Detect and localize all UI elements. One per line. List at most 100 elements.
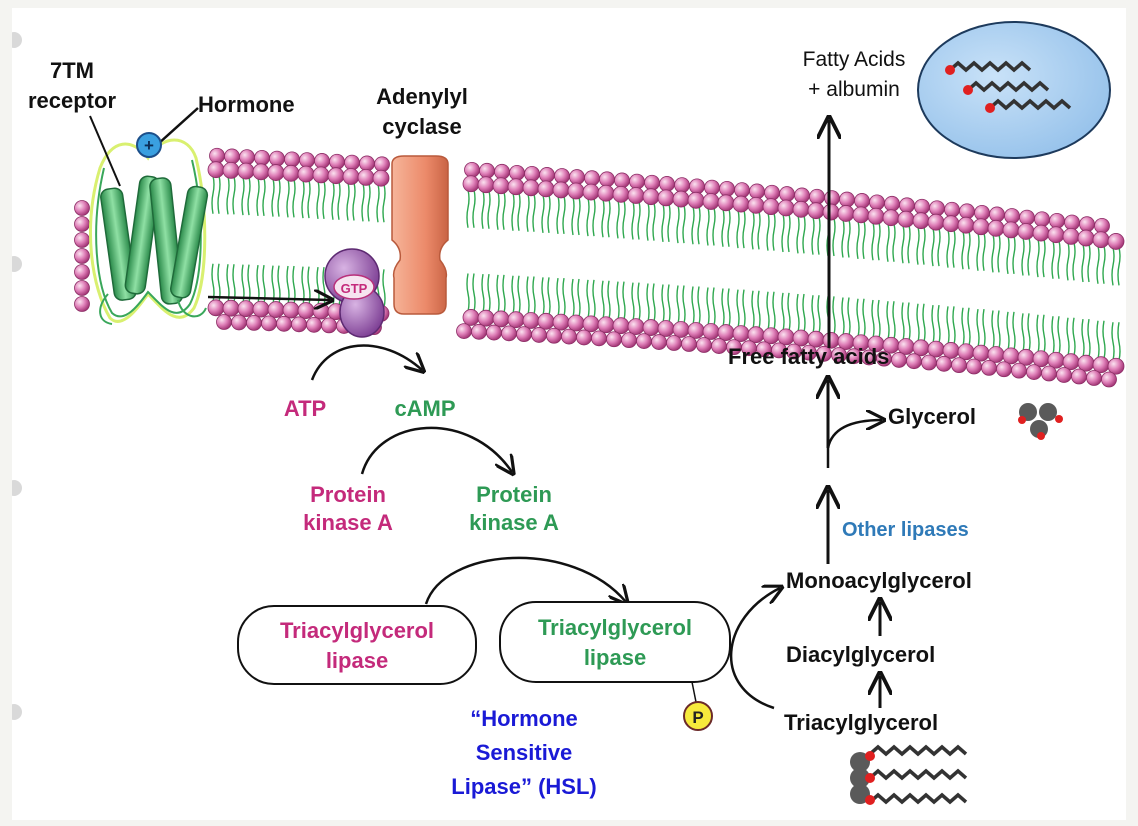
lipid-head bbox=[809, 188, 825, 205]
pka-active-label-line1: Protein bbox=[476, 482, 552, 507]
lipid-head bbox=[554, 168, 570, 184]
lipid-head bbox=[462, 175, 480, 193]
lipid-head bbox=[282, 301, 300, 319]
lipid-head bbox=[897, 210, 915, 228]
lipid-head bbox=[989, 206, 1005, 223]
lipid-head bbox=[74, 296, 90, 312]
free-fatty-acids-label: Free fatty acids bbox=[728, 344, 889, 369]
lipid-head bbox=[462, 309, 480, 326]
lipid-head bbox=[614, 172, 630, 189]
tgl-active-box: Triacylglycerol lipase P bbox=[499, 601, 731, 731]
lipid-head bbox=[636, 333, 652, 349]
receptor-to-gprotein-arrow bbox=[207, 297, 330, 300]
lipid-head bbox=[897, 338, 915, 355]
lipid-head bbox=[359, 155, 375, 172]
monoacylglycerol-label: Monoacylglycerol bbox=[786, 568, 972, 593]
lipid-head bbox=[612, 317, 630, 335]
lipid-head bbox=[357, 168, 375, 186]
lipid-head bbox=[717, 324, 735, 341]
lipid-head bbox=[1047, 226, 1065, 244]
lipid-head bbox=[261, 315, 277, 332]
receptor-label-line2: receptor bbox=[28, 88, 116, 113]
lipid-head bbox=[779, 186, 795, 202]
lipid-head bbox=[477, 309, 495, 327]
hsl-catalysis-arrow bbox=[729, 588, 780, 710]
lipid-head bbox=[884, 195, 900, 212]
lipid-head bbox=[732, 325, 750, 343]
lipid-head bbox=[957, 216, 975, 234]
lipid-head bbox=[929, 200, 945, 217]
lipid-head bbox=[882, 209, 900, 227]
lipid-head bbox=[1086, 370, 1102, 386]
lipid-head bbox=[252, 163, 270, 181]
tgl-inactive-label-line1: Triacylglycerol bbox=[280, 618, 434, 643]
lipid-head bbox=[507, 178, 525, 196]
glycerol-branch-arrow bbox=[826, 420, 882, 468]
lipid-head bbox=[1049, 212, 1065, 229]
lipid-head bbox=[942, 215, 960, 233]
lipid-head bbox=[972, 218, 990, 236]
lipid-head bbox=[612, 185, 630, 203]
lipid-head bbox=[651, 334, 667, 350]
glycerol-label: Glycerol bbox=[888, 404, 976, 429]
lipid-head bbox=[516, 326, 532, 343]
lipid-head bbox=[854, 193, 870, 209]
lipid-head bbox=[959, 203, 975, 220]
lipid-head bbox=[582, 315, 600, 333]
lipid-head bbox=[372, 169, 390, 187]
lipid-head bbox=[237, 300, 255, 318]
lipid-head bbox=[1071, 368, 1087, 385]
hormone-molecule: + bbox=[136, 107, 199, 158]
tgl-inactive-label-line2: lipase bbox=[326, 648, 388, 673]
fatty-acid-chain-icon bbox=[850, 744, 968, 805]
diacylglycerol-label: Diacylglycerol bbox=[786, 642, 935, 667]
lipid-head bbox=[762, 198, 780, 216]
lipid-head bbox=[672, 321, 690, 338]
lipid-head bbox=[936, 355, 952, 372]
lipid-head bbox=[702, 193, 720, 210]
lipid-head bbox=[627, 318, 645, 335]
lipid-head bbox=[329, 153, 345, 170]
lipid-head bbox=[867, 207, 885, 225]
lipid-head bbox=[1064, 214, 1080, 231]
triacylglycerol-label: Triacylglycerol bbox=[784, 710, 938, 735]
tgl-inactive-box: Triacylglycerol lipase bbox=[237, 605, 477, 685]
lipid-head bbox=[711, 338, 727, 354]
lipid-head bbox=[501, 325, 517, 342]
lipid-head bbox=[267, 164, 285, 181]
lipid-head bbox=[869, 194, 885, 211]
lipid-head bbox=[899, 197, 915, 214]
pka-activation-arrow bbox=[360, 426, 512, 474]
lipid-head bbox=[927, 213, 945, 231]
lipid-head bbox=[492, 177, 510, 195]
lipid-head bbox=[1041, 365, 1057, 382]
lipid-head bbox=[561, 328, 577, 345]
lipid-head bbox=[231, 314, 247, 331]
lipid-head bbox=[74, 280, 90, 296]
seven-tm-receptor bbox=[89, 138, 209, 325]
lipid-head bbox=[507, 311, 525, 329]
lipid-head bbox=[891, 352, 907, 368]
lipid-head bbox=[1026, 364, 1042, 380]
lipid-head bbox=[552, 181, 570, 199]
lipid-head bbox=[74, 264, 90, 280]
lipid-head bbox=[944, 201, 960, 218]
lipid-head bbox=[539, 167, 555, 183]
hsl-label-line1: “Hormone bbox=[470, 706, 578, 731]
lipid-head bbox=[344, 154, 360, 171]
atp-label: ATP bbox=[284, 396, 326, 421]
lipid-head bbox=[764, 184, 780, 201]
diagram-frame: + GTP ATP cAMP Protein kinase A Protein … bbox=[12, 8, 1126, 820]
lipid-head bbox=[314, 153, 330, 169]
lipid-head bbox=[74, 216, 90, 232]
pka-active-label-line2: kinase A bbox=[469, 510, 559, 535]
lipid-head bbox=[852, 206, 870, 224]
lipid-head bbox=[299, 152, 315, 169]
lipid-head bbox=[584, 170, 600, 187]
lipid-head bbox=[1077, 229, 1095, 247]
lipid-head bbox=[681, 336, 697, 352]
lipid-head bbox=[606, 331, 622, 348]
lipid-head bbox=[276, 315, 292, 332]
lipid-head bbox=[509, 164, 525, 181]
lipid-head bbox=[696, 337, 712, 353]
